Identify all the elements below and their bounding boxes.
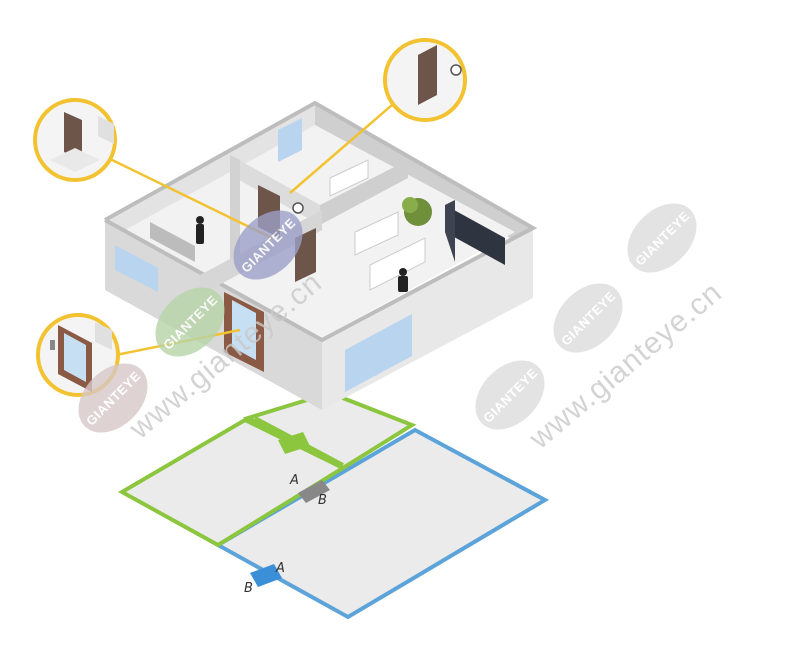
window-left <box>115 245 158 292</box>
callout-door-reader-detail <box>383 38 467 122</box>
label-zone-door-b: B <box>318 493 327 508</box>
wall-back-right <box>315 103 533 238</box>
wall-top-outline <box>104 100 538 343</box>
wall-back-left <box>105 103 315 235</box>
server-rack <box>445 205 505 265</box>
person-reception <box>398 268 408 292</box>
callout-line-1 <box>107 156 273 240</box>
watermark-badge: GIANTEYE <box>627 203 697 273</box>
sofa <box>354 211 399 256</box>
label-zone-door-a: A <box>289 473 299 488</box>
plant-leaves <box>402 197 418 213</box>
watermark-url: www.gianteye.cn <box>523 276 729 456</box>
window-front <box>345 314 412 392</box>
storage-shelves <box>150 222 195 262</box>
secure-zone-upper <box>242 390 417 471</box>
door-entrance-glass <box>232 300 256 360</box>
desk-workstation <box>329 159 369 197</box>
outer-zone <box>213 427 550 620</box>
partition-wall-c <box>230 155 240 262</box>
building-illustration <box>104 100 538 410</box>
card-reader-icon <box>292 202 304 214</box>
building-floor <box>125 125 515 338</box>
window-back <box>278 118 302 162</box>
watermark-badge: GIANTEYE <box>233 210 303 280</box>
callout-door-detail <box>33 98 117 182</box>
callout-line-2 <box>289 104 393 194</box>
door-outer <box>250 564 282 587</box>
door-secure-inner <box>278 432 310 454</box>
partition-wall-b <box>320 160 408 225</box>
watermark-badge: GIANTEYE <box>155 287 225 357</box>
person-storage <box>196 216 204 244</box>
label-outer-door-b: B <box>244 581 253 596</box>
server-rack-side <box>445 200 455 262</box>
label-outer-door-a: A <box>275 561 285 576</box>
reception-desk <box>369 237 426 291</box>
floor-plan: A B A B <box>117 390 550 620</box>
door-zone <box>298 480 330 503</box>
